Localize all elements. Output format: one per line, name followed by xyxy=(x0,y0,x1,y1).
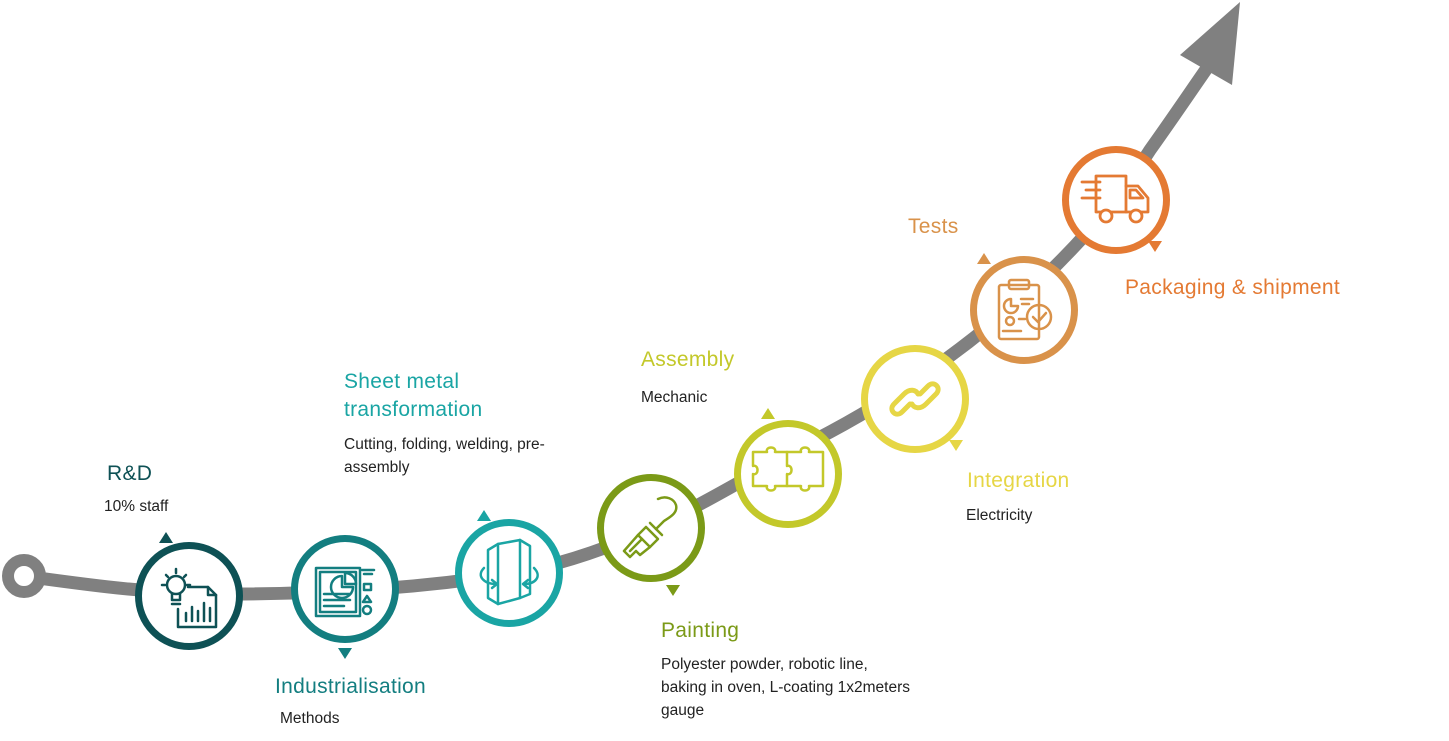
packaging-circle xyxy=(1062,146,1170,254)
integration-desc: Electricity xyxy=(966,507,1033,524)
painting-desc: Polyester powder, robotic line, baking i… xyxy=(661,656,911,719)
industrialisation-title: Industrialisation xyxy=(275,675,427,698)
integration-circle xyxy=(861,345,969,453)
sheet-desc: Cutting, folding, welding, pre-assembly xyxy=(344,436,545,476)
clipboard-check-icon xyxy=(997,278,1053,341)
integration-pointer xyxy=(949,440,963,451)
document-piechart-icon xyxy=(314,566,376,618)
rd-pointer xyxy=(159,532,173,543)
industrialisation-circle xyxy=(291,535,399,643)
rd-title: R&D xyxy=(107,462,153,485)
tests-circle xyxy=(970,256,1078,364)
paintbrush-icon xyxy=(622,496,678,559)
integration-title: Integration xyxy=(967,469,1070,492)
curve-arrowhead xyxy=(1180,2,1240,85)
sheet-circle xyxy=(455,519,563,627)
assembly-pointer xyxy=(761,408,775,419)
painting-circle xyxy=(597,474,705,582)
curve-start-ring xyxy=(2,554,46,598)
packaging-pointer xyxy=(1148,241,1162,252)
industrialisation-desc: Methods xyxy=(280,710,340,727)
lightbulb-chart-icon xyxy=(160,567,218,629)
industrialisation-pointer xyxy=(338,648,352,659)
assembly-circle xyxy=(734,420,842,528)
assembly-desc: Mechanic xyxy=(641,389,708,406)
delivery-truck-icon xyxy=(1080,174,1150,224)
assembly-title: Assembly xyxy=(641,348,735,371)
sheet-pointer xyxy=(477,510,491,521)
rd-desc: 10% staff xyxy=(104,498,169,515)
packaging-title: Packaging & shipment xyxy=(1125,276,1340,299)
folding-sheet-icon xyxy=(479,538,539,606)
sheet-title: Sheet metal transformation xyxy=(344,370,483,421)
tests-title: Tests xyxy=(908,215,959,238)
tests-pointer xyxy=(977,253,991,264)
painting-title: Painting xyxy=(661,619,740,642)
rd-circle xyxy=(135,542,243,650)
painting-pointer xyxy=(666,585,680,596)
puzzle-icon xyxy=(751,446,825,492)
chain-link-icon xyxy=(889,381,941,417)
